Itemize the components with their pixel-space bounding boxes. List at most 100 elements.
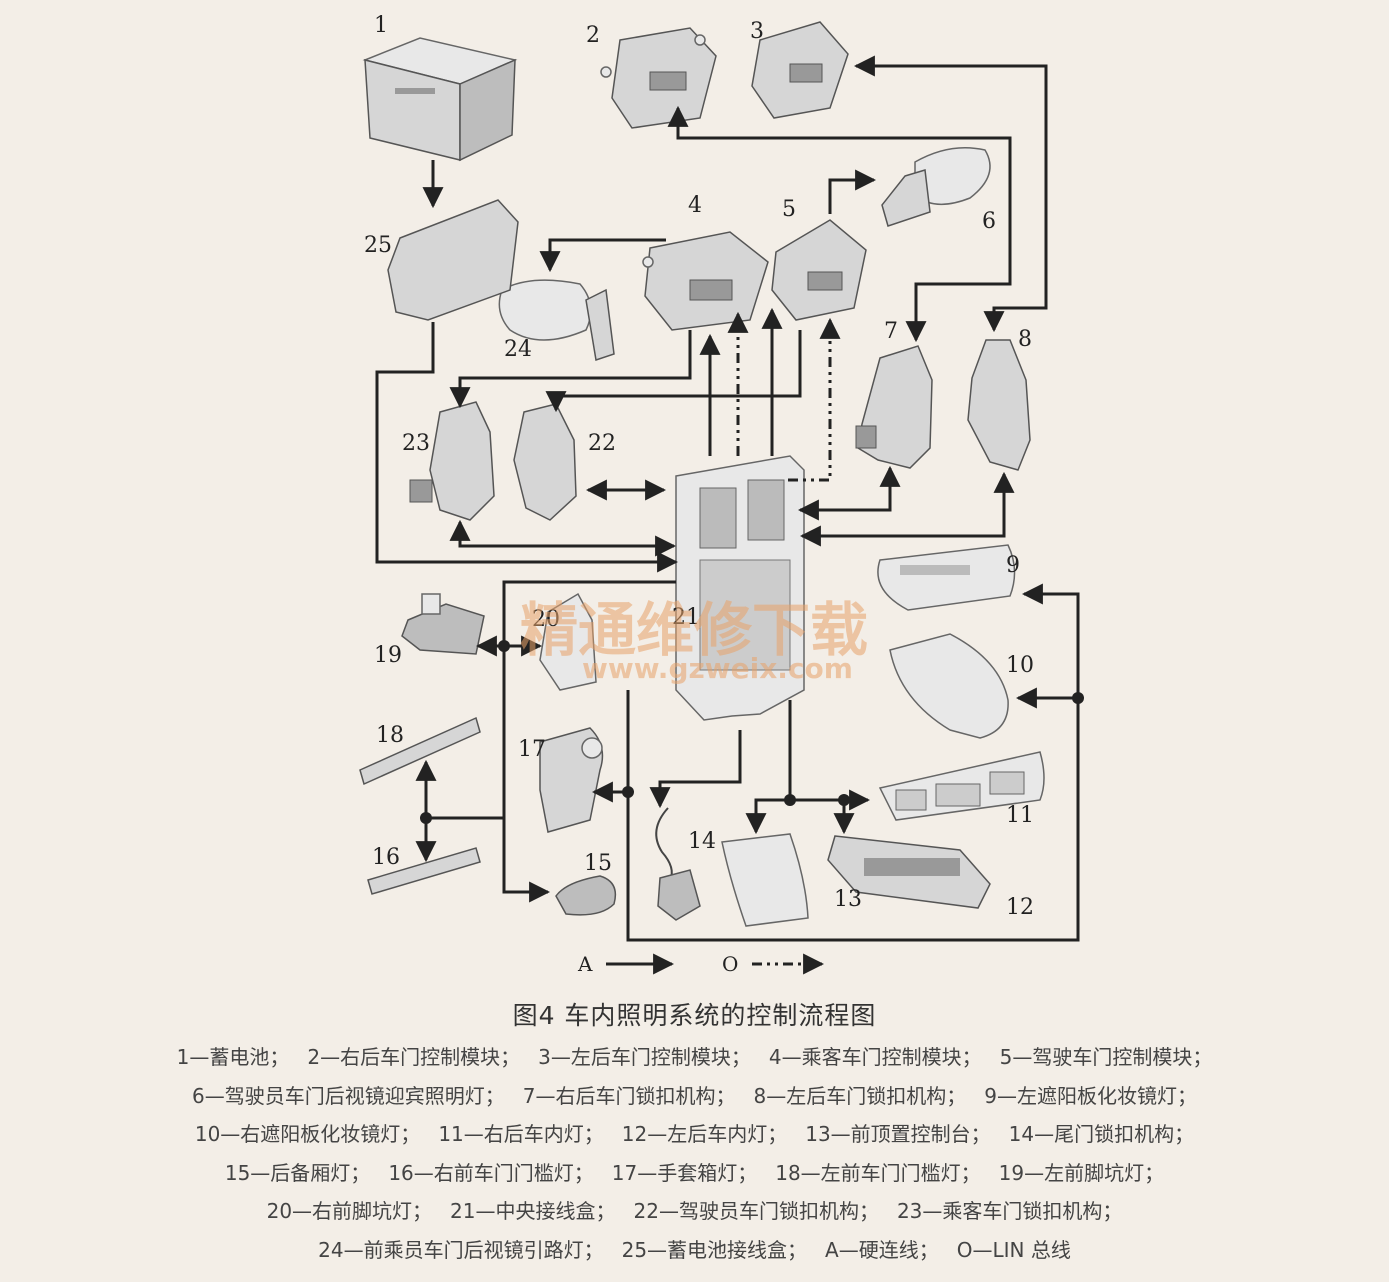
legend-item: 24—前乘员车门后视镜引路灯； xyxy=(318,1237,604,1262)
line-21-7 xyxy=(797,465,901,521)
label-2: 2 xyxy=(586,23,600,48)
label-17: 17 xyxy=(518,737,546,762)
tailgate-latch-14 xyxy=(655,807,701,921)
legend-item: 20—右前脚坑灯； xyxy=(266,1199,433,1223)
driver-mirror-welcome-light-6 xyxy=(881,147,991,227)
driver-door-latch-22 xyxy=(513,403,577,521)
watermark-text: 精通维修下载 xyxy=(520,596,868,664)
label-1: 1 xyxy=(374,13,388,38)
label-13: 13 xyxy=(834,887,862,912)
label-3: 3 xyxy=(750,19,764,44)
line-21-to-19-20 xyxy=(502,580,676,903)
label-6: 6 xyxy=(982,209,996,234)
line-to-13 xyxy=(745,798,790,835)
legend-item: 13—前顶置控制台； xyxy=(805,1122,991,1146)
left-rear-door-latch-8 xyxy=(967,339,1031,471)
label-25: 25 xyxy=(364,233,392,258)
line-21-to-14 xyxy=(649,730,742,809)
front-passenger-mirror-guide-light-24 xyxy=(498,279,615,361)
legend-item: 18—左前车门门槛灯； xyxy=(775,1160,981,1185)
label-12: 12 xyxy=(1006,895,1034,920)
label-16: 16 xyxy=(372,845,400,870)
right-rear-door-latch-7 xyxy=(855,345,933,469)
watermark-url: www.gzweix.com xyxy=(582,652,853,685)
label-8: 8 xyxy=(1018,327,1032,352)
line-21-23 xyxy=(449,519,677,557)
label-11: 11 xyxy=(1006,803,1034,828)
legend-item: 3—左后车门控制模块； xyxy=(538,1045,751,1069)
passenger-door-latch-23 xyxy=(409,401,495,521)
left-rear-door-module-3 xyxy=(751,21,849,119)
label-21: 21 xyxy=(672,605,700,630)
legend-line: 6—驾驶员车门后视镜迎宾照明灯； 7—右后车门锁扣机构； 8—左后车门锁扣机构； 9—… xyxy=(0,1077,1389,1116)
legend-item: 23—乘客车门锁扣机构； xyxy=(896,1199,1123,1223)
legend-line: 24—前乘员车门后视镜引路灯；25—蓄电池接线盒；A—硬连线；O—LIN 总线 xyxy=(0,1231,1389,1270)
legend-item: O—LIN 总线 xyxy=(956,1237,1071,1262)
legend-label-a: A xyxy=(577,952,593,976)
trunk-light-15 xyxy=(555,875,617,916)
line-3-to-8 xyxy=(853,55,1048,333)
line-5-to-6 xyxy=(828,169,877,214)
left-front-door-sill-light-18 xyxy=(359,716,481,786)
legend-item: 14—尾门锁扣机构； xyxy=(1008,1122,1195,1146)
battery-1 xyxy=(362,37,518,162)
label-7: 7 xyxy=(884,319,898,344)
lighting-control-flow-diagram: 1 2 3 4 5 6 7 8 9 10 11 12 13 14 15 16 1… xyxy=(359,13,1084,976)
front-overhead-console-13 xyxy=(721,833,809,927)
legend-item: 5—驾驶车门控制模块； xyxy=(999,1045,1213,1069)
driver-door-module-5 xyxy=(771,219,867,321)
right-sunvisor-vanity-light-10 xyxy=(889,633,1009,739)
figure-caption: 图4 车内照明系统的控制流程图 xyxy=(512,1001,877,1030)
legend-item: 11—右后车内灯； xyxy=(438,1122,604,1146)
legend-line: 20—右前脚坑灯； 21—中央接线盒； 22—驾驶员车门锁扣机构； 23—乘客车门锁扣… xyxy=(0,1192,1389,1231)
legend-item: 16—右前车门门槛灯； xyxy=(388,1160,594,1185)
right-front-footwell-light-20 xyxy=(539,592,597,691)
line-21-8 xyxy=(799,471,1015,547)
legend-item: 2—右后车门控制模块； xyxy=(307,1045,521,1069)
battery-junction-box-25 xyxy=(387,199,519,321)
legend-line: 15—后备厢灯； 16—右前车门门槛灯； 17—手套箱灯； 18—左前车门门槛灯； 19… xyxy=(0,1154,1389,1193)
junction-dots xyxy=(420,640,1084,824)
right-rear-door-module-2 xyxy=(600,27,717,129)
legend-item: 12—左后车内灯； xyxy=(621,1122,788,1146)
lin-bus-lines xyxy=(727,311,841,975)
left-rear-interior-light-12 xyxy=(827,835,991,909)
line-21-to-11-13 xyxy=(788,700,871,811)
label-9: 9 xyxy=(1006,553,1020,578)
legend-item: 17—手套箱灯； xyxy=(611,1160,758,1185)
label-14: 14 xyxy=(688,829,716,854)
legend-item: 10—右遮阳板化妆镜灯； xyxy=(194,1122,421,1146)
legend-item: 9—左遮阳板化妆镜灯； xyxy=(984,1083,1197,1108)
legend-item: 4—乘客车门控制模块； xyxy=(768,1045,982,1069)
legend-item: 21—中央接线盒； xyxy=(450,1199,616,1223)
legend-line: 10—右遮阳板化妆镜灯； 11—右后车内灯； 12—左后车内灯； 13—前顶置控制台；… xyxy=(0,1115,1389,1154)
legend-item: 15—后备厢灯； xyxy=(224,1160,371,1185)
label-23: 23 xyxy=(402,431,430,456)
left-front-footwell-light-19 xyxy=(401,593,485,655)
legend-label-o: O xyxy=(722,952,738,976)
central-junction-box-21 xyxy=(675,455,805,721)
legend-item: 8—左后车门锁扣机构； xyxy=(753,1083,967,1108)
legend-item: 25—蓄电池接线盒； xyxy=(621,1237,808,1262)
legend-item: 1—蓄电池； xyxy=(176,1045,290,1069)
legend-line: 1—蓄电池； 2—右后车门控制模块； 3—左后车门控制模块； 4—乘客车门控制模块； 5… xyxy=(0,1038,1389,1077)
label-18: 18 xyxy=(376,723,404,748)
lin-21-to-5 xyxy=(788,317,841,482)
legend-item: 19—左前脚坑灯； xyxy=(998,1160,1165,1185)
line-4-to-23 xyxy=(449,330,692,409)
label-5: 5 xyxy=(782,197,796,222)
legend-item: 22—驾驶员车门锁扣机构； xyxy=(633,1199,879,1223)
legend-item: 7—右后车门锁扣机构； xyxy=(522,1083,736,1108)
figure-legend: 1—蓄电池； 2—右后车门控制模块； 3—左后车门控制模块； 4—乘客车门控制模块； 5… xyxy=(0,1038,1389,1269)
label-24: 24 xyxy=(504,337,532,362)
glovebox-light-17 xyxy=(539,727,604,833)
line-4-to-24 xyxy=(539,238,666,273)
right-rear-interior-light-11 xyxy=(878,751,1045,821)
label-10: 10 xyxy=(1006,653,1034,678)
legend-item: 6—驾驶员车门后视镜迎宾照明灯； xyxy=(192,1083,505,1108)
line-25-to-21 xyxy=(375,322,679,573)
label-22: 22 xyxy=(588,431,616,456)
label-4: 4 xyxy=(688,193,702,218)
left-sunvisor-vanity-light-9 xyxy=(877,544,1016,611)
label-20: 20 xyxy=(532,607,560,632)
